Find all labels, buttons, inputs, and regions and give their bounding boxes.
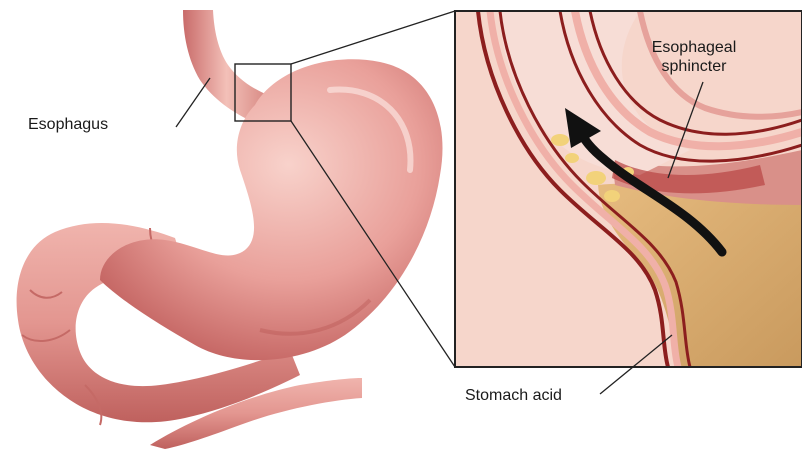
esophageal-sphincter-label: Esophageal sphincter	[634, 38, 754, 76]
esophagus-label: Esophagus	[28, 115, 108, 134]
stomach-body	[100, 59, 443, 360]
sphincter-label-line2: sphincter	[634, 57, 754, 76]
stomach-illustration	[17, 10, 443, 449]
zoom-line-top	[291, 11, 455, 64]
sphincter-label-line1: Esophageal	[634, 38, 754, 57]
stomach-acid-label: Stomach acid	[465, 386, 562, 405]
esophagus-leader	[176, 78, 210, 127]
